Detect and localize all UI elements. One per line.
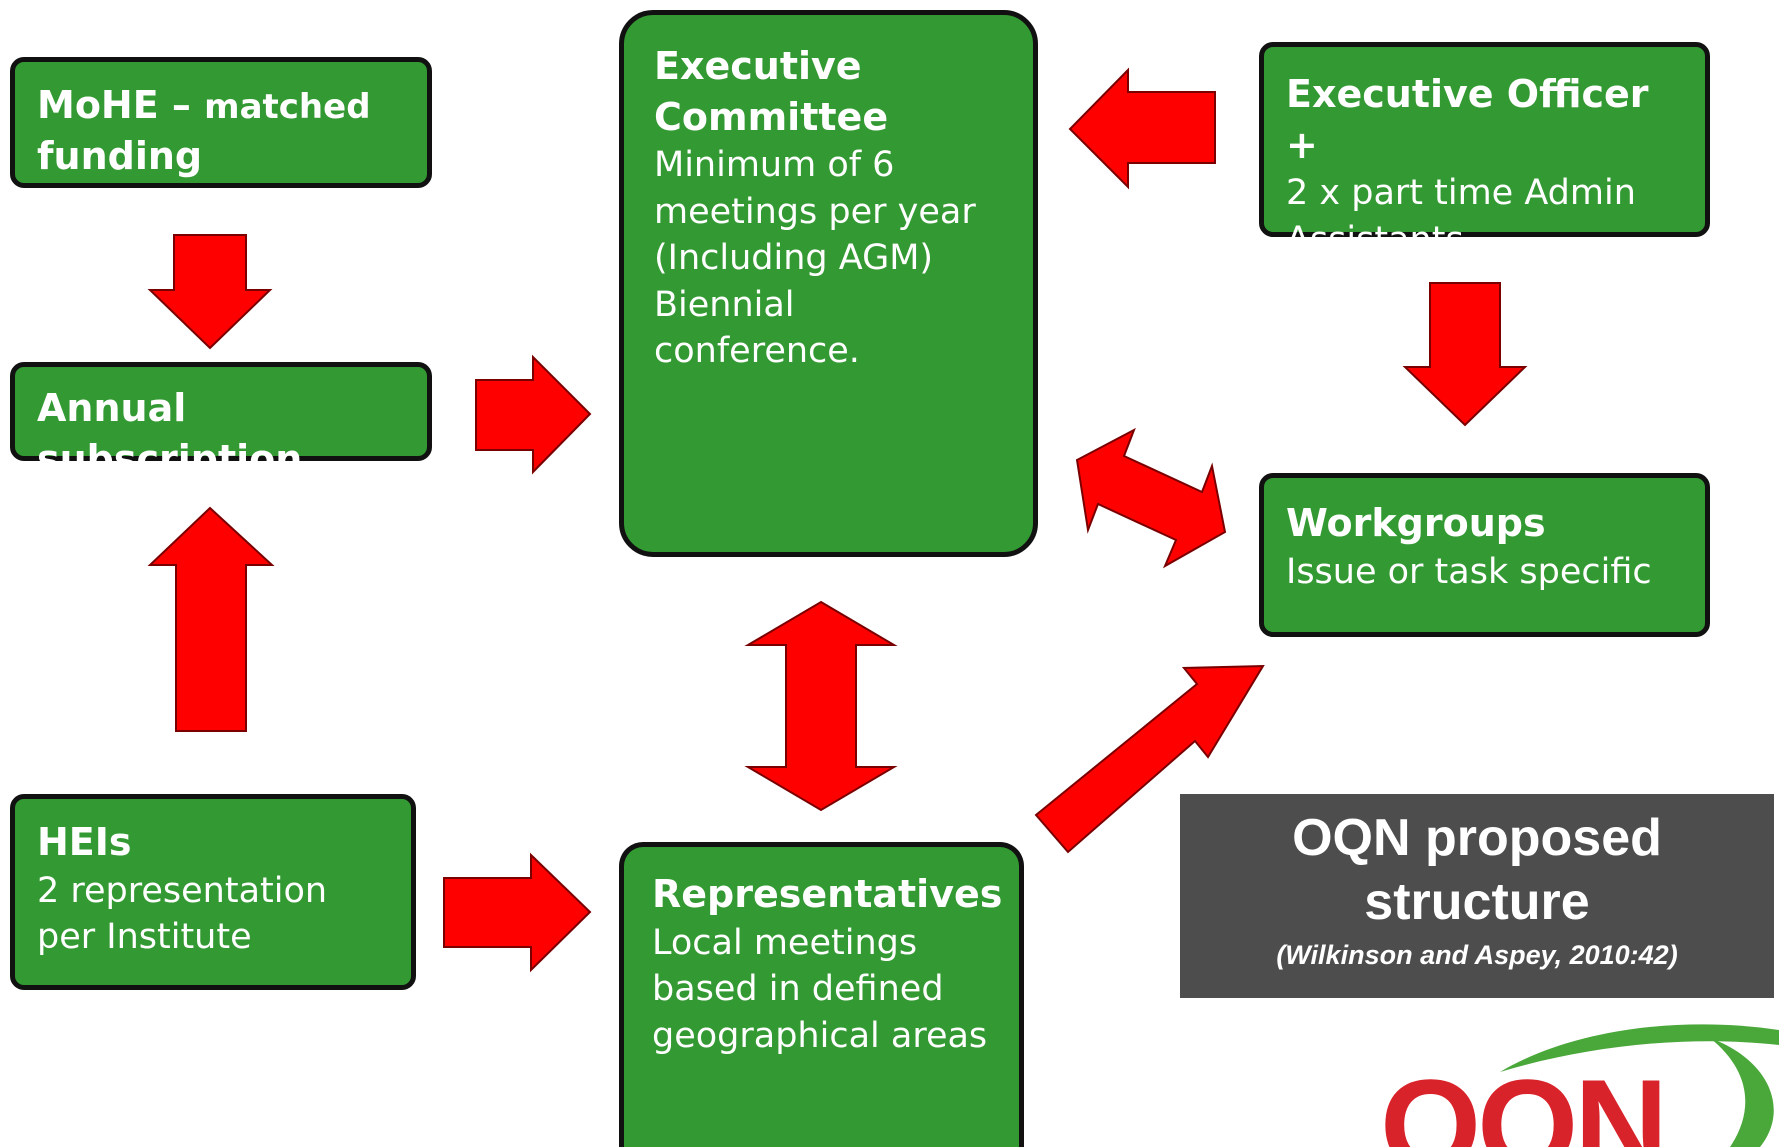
arrow-exec-workgroups-bidirectional — [1075, 427, 1227, 569]
caption-title: OQN proposed structure — [1292, 809, 1662, 931]
exec-line2: meetings per year — [654, 191, 976, 232]
workgroups-title: Workgroups — [1286, 501, 1546, 545]
arrow-exec-reps-bidirectional — [744, 600, 898, 812]
executive-committee-box: Executive Committee Minimum of 6 meeting… — [619, 10, 1038, 557]
exec-title-line2: Committee — [654, 94, 889, 139]
officer-line1: 2 x part time Admin — [1286, 173, 1636, 214]
annual-subscription-box: Annual subscription — [10, 362, 432, 481]
heis-title: HEIs — [37, 820, 132, 864]
arrow-heis-to-annual — [147, 506, 275, 732]
exec-title-line1: Executive — [654, 44, 862, 88]
exec-line1: Minimum of 6 — [654, 145, 895, 186]
mohe-title-line2: funding — [37, 133, 203, 178]
officer-line2: Assistants — [1286, 219, 1464, 260]
arrow-heis-to-reps — [443, 852, 592, 973]
heis-line2: per Institute — [37, 917, 252, 958]
arrow-reps-to-workgroups — [1034, 664, 1265, 854]
workgroups-box: Workgroups Issue or task specific — [1259, 473, 1710, 637]
annual-subscription-title: Annual subscription — [37, 386, 303, 481]
arrow-annual-to-exec — [475, 354, 592, 475]
mohe-title: MoHE – — [37, 83, 191, 127]
caption-citation: (Wilkinson and Aspey, 2010:42) — [1276, 940, 1678, 970]
oqn-logo: OQN — [1380, 1010, 1779, 1147]
reps-line3: geographical areas — [652, 1015, 988, 1056]
arrow-officer-to-exec — [1068, 67, 1216, 190]
exec-line4: Biennial conference. — [654, 284, 860, 372]
caption-panel: OQN proposed structure (Wilkinson and As… — [1180, 794, 1774, 998]
exec-line3: (Including AGM) — [654, 238, 934, 279]
workgroups-line1: Issue or task specific — [1286, 551, 1652, 592]
reps-line2: based in defined — [652, 969, 944, 1010]
executive-officer-box: Executive Officer + 2 x part time Admin … — [1259, 42, 1710, 260]
heis-line1: 2 representation — [37, 870, 328, 911]
arrow-officer-to-workgroups — [1402, 282, 1528, 427]
logo-text: OQN — [1380, 1052, 1668, 1147]
logo-swoosh-icon — [1500, 1024, 1779, 1147]
representatives-box: Representatives Local meetings based in … — [619, 842, 1024, 1147]
reps-title: Representatives — [652, 872, 1003, 916]
officer-title: Executive Officer + — [1286, 72, 1649, 167]
mohe-title-small: matched — [204, 87, 371, 127]
reps-line1: Local meetings — [652, 922, 918, 963]
heis-box: HEIs 2 representation per Institute — [10, 794, 416, 990]
mohe-funding-box: MoHE – matched funding — [10, 57, 432, 188]
arrow-mohe-to-annual — [147, 234, 273, 350]
